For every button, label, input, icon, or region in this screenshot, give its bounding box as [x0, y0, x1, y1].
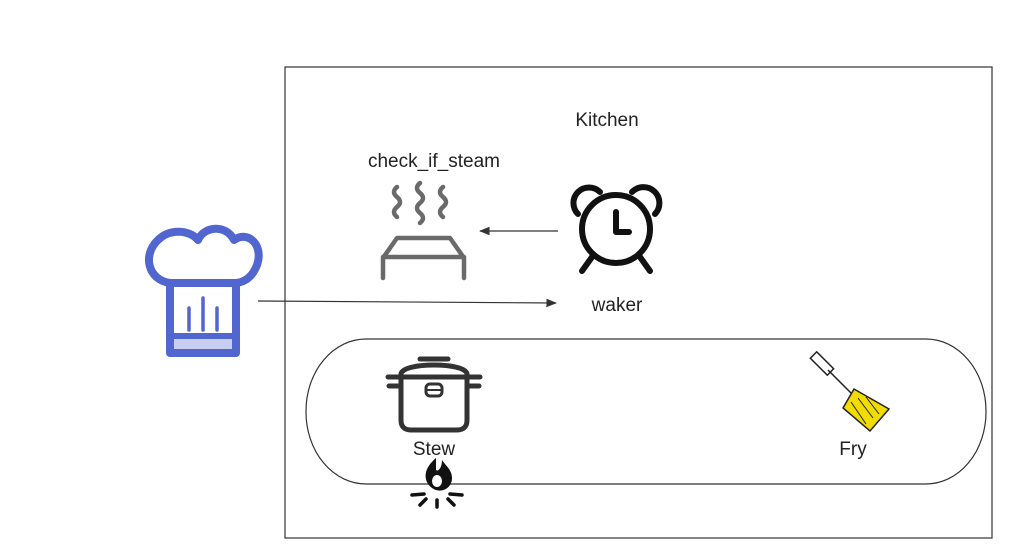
kitchen-label: Kitchen — [575, 110, 638, 131]
stew-label: Stew — [413, 439, 456, 460]
steam-icon — [380, 180, 467, 281]
pots-container — [305, 338, 987, 485]
alarm-clock-icon — [570, 184, 663, 274]
arrow-chef-to-waker — [257, 298, 558, 308]
chef-hat-icon — [145, 224, 263, 357]
fire-icon — [410, 458, 464, 509]
check-if-steam-label: check_if_steam — [368, 151, 500, 172]
waker-label: waker — [591, 295, 643, 316]
kitchen-container — [284, 66, 993, 539]
spatula-icon — [809, 350, 891, 433]
fry-label: Fry — [839, 439, 867, 460]
rice-cooker-icon — [385, 356, 483, 433]
